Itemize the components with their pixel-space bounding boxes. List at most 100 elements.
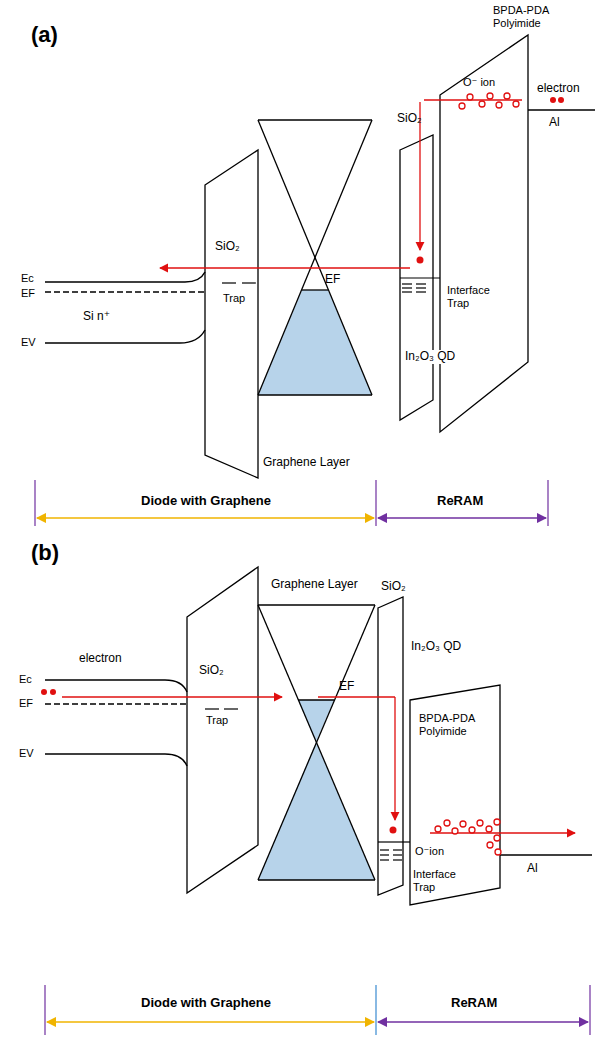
oxygen-ion [444, 820, 450, 826]
ion-name: O⁻ ion [462, 76, 496, 89]
band-label: Ec [18, 673, 33, 686]
oxygen-ion [494, 835, 500, 841]
trap-level [380, 859, 389, 860]
oxygen-ion [486, 826, 492, 832]
graphene-cone [258, 604, 375, 605]
band-edge [45, 680, 187, 692]
layer-name: SiO₂ [396, 112, 423, 126]
band-label: Ec [20, 272, 35, 285]
band-edge [45, 272, 205, 282]
oxygen-ion [504, 93, 510, 99]
region-bracket [589, 985, 590, 1035]
region-bracket [375, 480, 376, 526]
graphene-cone [258, 120, 372, 395]
oxygen-ion [435, 826, 441, 832]
region-bracket [547, 480, 548, 526]
band-edge [500, 854, 592, 856]
region-bracket [34, 480, 35, 526]
electrode-name: Al [548, 116, 561, 130]
oxygen-ion [435, 819, 501, 855]
oxygen-ion [487, 842, 493, 848]
graphene-cone [258, 605, 375, 880]
layer-outline [410, 685, 500, 905]
region-label: Diode with Graphene [140, 996, 272, 1011]
layer-outline [205, 35, 528, 478]
band-label: EF [338, 680, 355, 694]
region-bracket [35, 480, 548, 526]
trap-level [378, 841, 410, 842]
region-bracket [378, 1021, 588, 1023]
oxygen-ion [496, 102, 502, 108]
electron-path [394, 697, 395, 820]
layer-outline [187, 567, 500, 905]
trap-level [205, 708, 219, 709]
trap-label: Interface Trap [412, 868, 466, 893]
oxygen-ion [494, 819, 500, 825]
graphene-cone [258, 879, 375, 880]
ion-and-electron [417, 97, 565, 264]
trap-level [393, 854, 402, 855]
band-label: EF [20, 287, 36, 300]
trap-label: Trap [222, 292, 246, 305]
electron-path [160, 100, 522, 268]
graphene-cone [258, 290, 372, 395]
layer-name: In₂O₃ QD [410, 640, 462, 654]
graphene-cone [298, 699, 334, 700]
oxygen-ion [467, 94, 473, 100]
region-bracket [375, 985, 376, 1035]
band-label: EF [18, 697, 34, 710]
graphene-cone [258, 742, 375, 880]
region-label: ReRAM [436, 494, 484, 509]
trap-level [380, 849, 389, 850]
layer-outline [378, 597, 403, 895]
electron-path [62, 696, 282, 697]
trap-level [224, 708, 238, 709]
band-edge [528, 109, 595, 111]
band-edge [45, 703, 187, 705]
graphene-cone [258, 605, 375, 880]
trap-level [416, 291, 426, 292]
trap-label: Trap [205, 714, 229, 727]
electron-path [160, 267, 410, 268]
layer-name: BPDA-PDA Polyimide [492, 4, 566, 29]
oxygen-ion [479, 101, 485, 107]
band-label: EV [20, 336, 37, 349]
ion-and-electron [41, 689, 47, 695]
band-label: EV [18, 747, 35, 760]
trap-level [416, 283, 426, 284]
layer-outline [187, 567, 258, 893]
oxygen-ion [477, 820, 483, 826]
oxygen-ion [513, 101, 519, 107]
region-label: Diode with Graphene [140, 494, 272, 509]
oxygen-ion [460, 821, 466, 827]
graphene-cone [258, 120, 372, 395]
trap-level [402, 291, 412, 292]
ion-and-electron [50, 689, 56, 695]
graphene-cone [258, 120, 372, 395]
region-bracket [47, 1021, 374, 1023]
band-edge [45, 680, 592, 855]
trap-level [242, 282, 256, 283]
oxygen-ion [452, 828, 458, 834]
band-edge [45, 291, 205, 293]
region-bracket [44, 985, 45, 1035]
ion-and-electron [550, 97, 556, 103]
ion-and-electron [390, 827, 397, 834]
band-label: EF [324, 273, 341, 287]
band-edge [45, 330, 205, 343]
trap-level [205, 709, 410, 860]
graphene-cone [298, 700, 334, 742]
ion-name: O⁻ion [414, 845, 445, 858]
electrode-name: Al [526, 862, 539, 876]
trap-level [416, 287, 426, 288]
band-edge [45, 754, 187, 766]
carrier-name: electron [536, 82, 581, 96]
trap-level [380, 854, 389, 855]
trap-level [393, 849, 402, 850]
region-bracket [378, 517, 546, 519]
layer-name: Graphene Layer [262, 456, 351, 470]
region-bracket [45, 985, 590, 1035]
electron-path [318, 696, 395, 697]
